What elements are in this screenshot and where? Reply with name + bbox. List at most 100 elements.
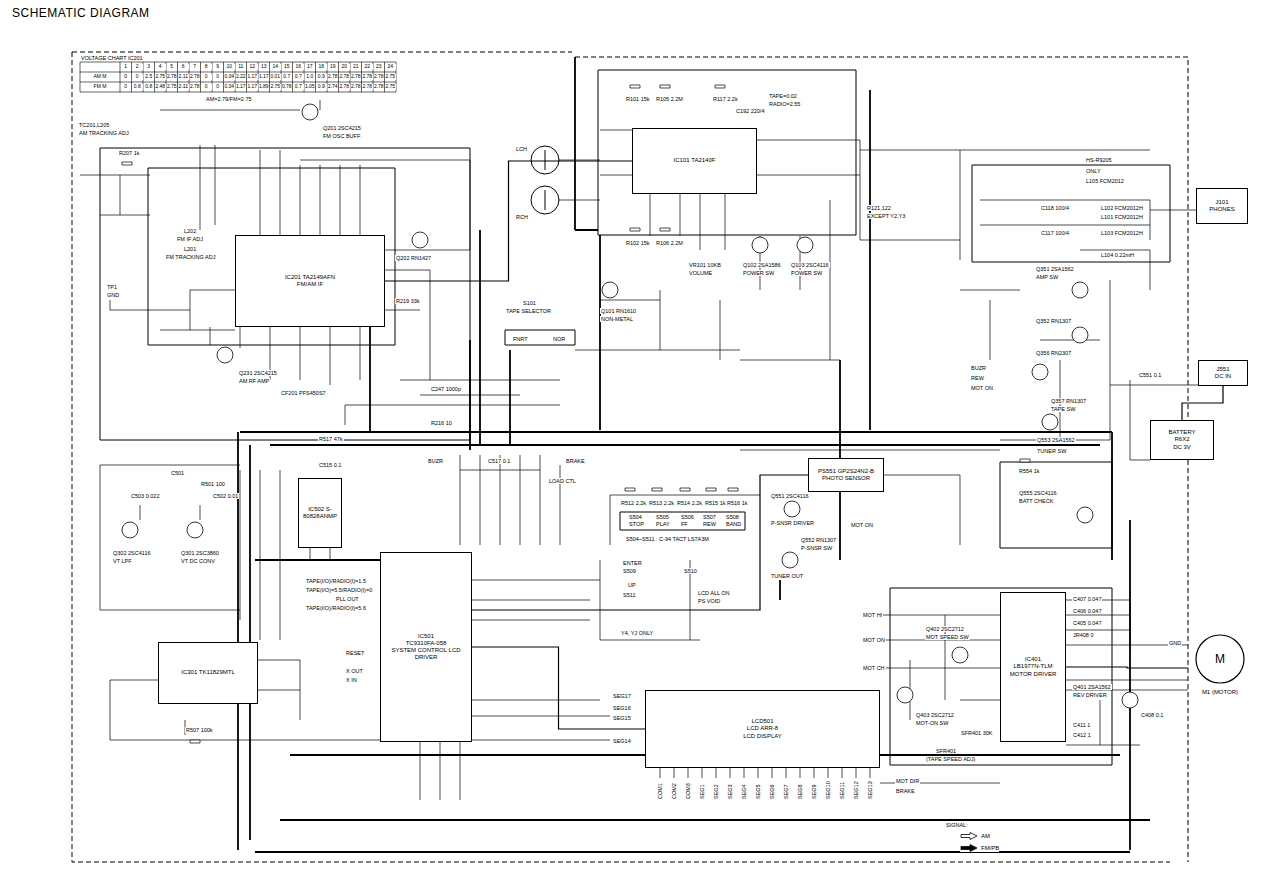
node-text: TC9310FA-058 xyxy=(406,640,447,647)
component-label: L202 xyxy=(183,228,197,234)
component-label: MOT ON xyxy=(862,637,886,643)
voltage-table-cell: 2.78 xyxy=(339,74,350,80)
component-label: ENTER xyxy=(622,560,643,566)
component-label: R512 2.2k xyxy=(620,500,647,506)
node-text: DC IN xyxy=(1215,373,1231,380)
component-label: Q102 2SA1586 xyxy=(742,262,782,268)
component-label: TP1 xyxy=(106,284,118,290)
component-label: NOR xyxy=(552,336,566,342)
component-label: TAPE(I/O)=5.5/RADIO(I)=0 xyxy=(305,587,373,593)
lcd-block: LCD501LCD ARR-8LCD DISPLAY xyxy=(645,690,880,768)
ic-block: IC101 TA2140F xyxy=(632,128,757,194)
voltage-table-cell: 4 xyxy=(155,64,166,70)
component-label: SEG13 xyxy=(867,780,873,800)
voltage-table-cell: 7 xyxy=(190,64,201,70)
board-outline xyxy=(72,52,1188,862)
component-label: R517 47k xyxy=(318,436,344,442)
wire-connector xyxy=(1182,386,1223,420)
component-label: S511 xyxy=(622,592,636,598)
component-label: MOT-ON SW xyxy=(915,720,949,726)
component-label: TUNER SW xyxy=(1036,448,1067,454)
node-text: IC502 S-80828ANMP xyxy=(302,506,338,520)
component-label: R216 10 xyxy=(430,420,453,426)
component-label: S101 xyxy=(522,300,537,306)
node-text: BATTERY xyxy=(1168,429,1195,436)
component-label: SEG5 xyxy=(755,783,761,800)
voltage-table-cell: 2.78 xyxy=(362,74,373,80)
voltage-table-cell: 17 xyxy=(305,64,316,70)
component-label: TAPE(I/O)/RADIO(I)=5.6 xyxy=(305,605,367,611)
component-label: R516 1k xyxy=(726,500,749,506)
component-label: MOT ON xyxy=(850,522,874,528)
component-label: SEG9 xyxy=(811,783,817,800)
voltage-table-cell: 2.75 xyxy=(270,84,281,90)
voltage-table-cell: 0.34 xyxy=(224,84,235,90)
component-label: SEG7 xyxy=(783,783,789,800)
ic-block: IC201 TA2149AFNFM/AM IF xyxy=(235,235,385,327)
component-label: AM=2.79/FM=2.75 xyxy=(205,96,253,102)
component-label: Q553 2SA1562 xyxy=(1036,437,1076,443)
transistor-symbols xyxy=(122,104,1138,708)
component-label: Q231 2SC4215 xyxy=(238,370,278,376)
node-text: IC101 TA2140F xyxy=(674,157,716,164)
voltage-table-cell: 5 xyxy=(167,64,178,70)
component-label: MOT HI xyxy=(862,612,883,618)
component-label: Q351 2SA1562 xyxy=(1035,266,1075,272)
component-label: SEG10 xyxy=(825,780,831,800)
component-label: TAPE SELECTOR xyxy=(505,308,552,314)
voltage-table-cell: 1.17 xyxy=(247,74,258,80)
component-label: SEG8 xyxy=(797,783,803,800)
component-label: Q403 2SC2712 xyxy=(915,712,955,718)
voltage-table-cell: FM M xyxy=(82,84,118,90)
node-text: LCD ARR-8 xyxy=(747,725,778,732)
voltage-table-cell: 1.05 xyxy=(305,84,316,90)
voltage-table-cell: 0.7 xyxy=(293,74,304,80)
component-label: Q201 2SC4215 xyxy=(322,125,362,131)
component-label: S507 xyxy=(702,514,717,520)
component-label: R514 2.2k xyxy=(676,500,703,506)
legend-text: AM xyxy=(981,833,990,839)
component-label: SEG12 xyxy=(853,780,859,800)
component-label: R117 2.2k xyxy=(712,96,739,102)
node-text: LB1977N-TLM xyxy=(1013,663,1052,670)
wire-connector xyxy=(385,161,632,281)
component-label: C406 0.047 xyxy=(1072,608,1102,614)
component-label: RESET xyxy=(345,650,365,656)
tape-head-symbols xyxy=(531,146,559,214)
component-label: SEG17 xyxy=(612,693,632,699)
wire-connector xyxy=(472,475,808,610)
component-label: SEG6 xyxy=(769,783,775,800)
ic-block: IC501TC9310FA-058SYSTEM CONTROL LCD DRIV… xyxy=(380,552,472,742)
component-label: POWER SW xyxy=(790,270,823,276)
component-label: S504 xyxy=(628,514,643,520)
component-label: C118 100/4 xyxy=(1040,205,1070,211)
component-label: MOT SPEED SW xyxy=(925,634,970,640)
component-label: FNRT xyxy=(512,336,529,342)
voltage-table-cell: 2.78 xyxy=(351,84,362,90)
component-label: L105 FCM2012 xyxy=(1085,178,1125,184)
jack-block: J101PHONES xyxy=(1196,188,1248,224)
voltage-table-cell: 2.78 xyxy=(339,84,350,90)
voltage-table-cell: 23 xyxy=(374,64,385,70)
component-label: C192 220/4 xyxy=(735,108,765,114)
component-label: X IN xyxy=(345,677,358,683)
component-label: TUNER OUT xyxy=(770,573,804,579)
component-label: S509 xyxy=(622,568,637,574)
component-label: Q103 2SC4116 xyxy=(790,262,830,268)
component-label: SFR401 30K xyxy=(960,730,994,736)
diagram-title: SCHEMATIC DIAGRAM xyxy=(12,6,150,20)
bus-wires xyxy=(238,57,1150,852)
voltage-table-cell: 21 xyxy=(351,64,362,70)
motor-symbol: MM1 (MOTOR) xyxy=(1188,632,1252,704)
jack-block: J551DC IN xyxy=(1198,360,1248,386)
component-label: R102 15k xyxy=(625,240,651,246)
voltage-table-cell: 8 xyxy=(201,64,212,70)
component-label: X OUT xyxy=(345,668,364,674)
node-text: SYSTEM CONTROL LCD DRIVER xyxy=(384,647,468,661)
component-label: R106 2.2M xyxy=(655,240,684,246)
voltage-table-cell: 2.78 xyxy=(190,74,201,80)
voltage-table-cell: 12 xyxy=(247,64,258,70)
node-text: M1 (MOTOR) xyxy=(1188,689,1252,696)
voltage-table-cell: 22 xyxy=(362,64,373,70)
node-text: IC401 xyxy=(1025,656,1041,663)
